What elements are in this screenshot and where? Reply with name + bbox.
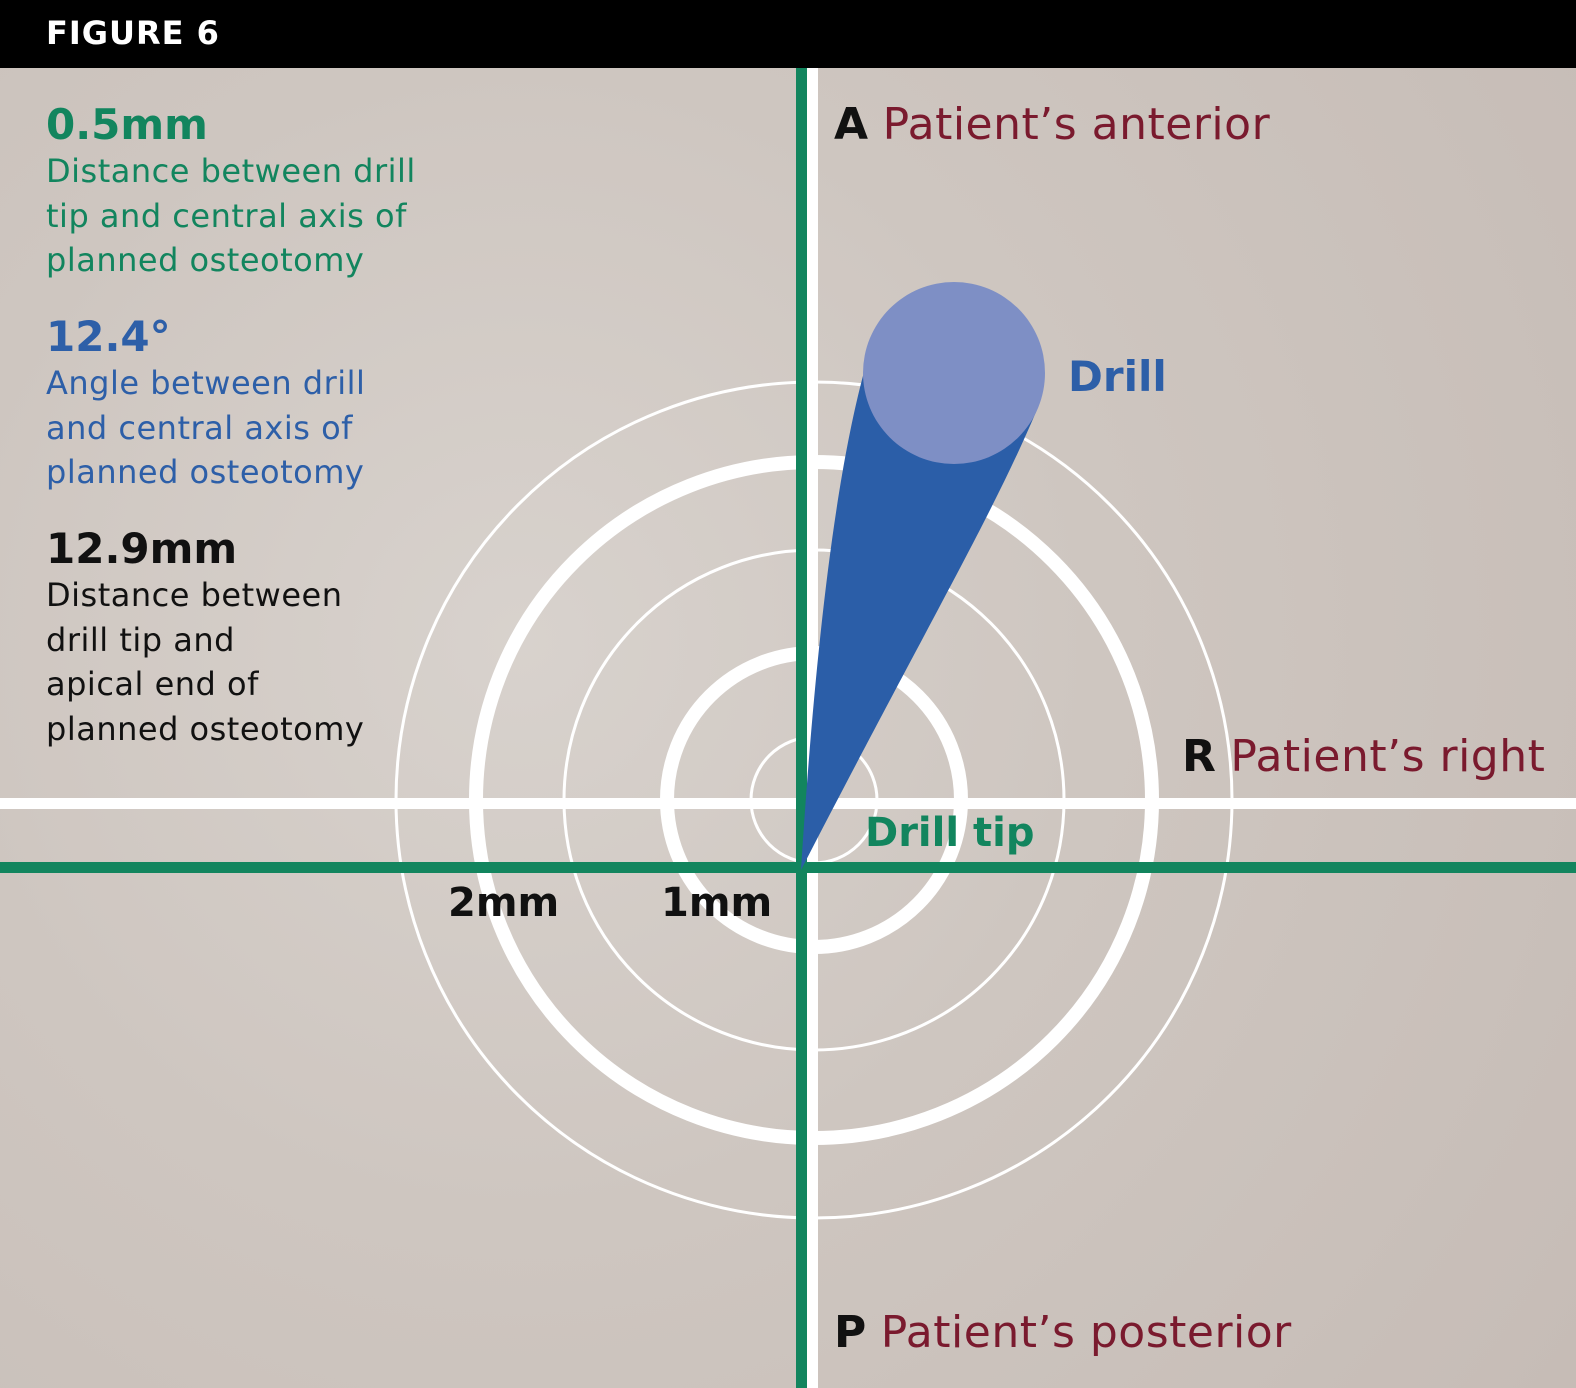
drill-body (801, 372, 1036, 870)
figure-title: FIGURE 6 (46, 14, 220, 52)
planned-horizontal-axis (0, 798, 1576, 809)
metric-desc-line: planned osteotomy (46, 709, 365, 748)
axis-label-anterior: A Patient’s anterior (834, 99, 1270, 150)
metric-distance-axis: 0.5mm Distance between drill tip and cen… (46, 100, 416, 283)
ring-2mm-label: 2mm (448, 880, 560, 926)
metric-value: 12.9mm (46, 524, 238, 573)
drill-horizontal-axis (0, 862, 1576, 873)
metric-desc-line: Distance between drill (46, 152, 416, 190)
metric-desc-line: Angle between drill (46, 364, 366, 402)
metric-desc-line: apical end of (46, 665, 259, 703)
ring-1mm-label: 1mm (661, 880, 773, 926)
drill-vertical-axis (796, 68, 807, 1388)
metric-desc-line: Distance between (46, 576, 343, 614)
axis-letter: P (834, 1307, 867, 1358)
metric-angle: 12.4° Angle between drill and central ax… (46, 312, 365, 495)
drill-label: Drill (1068, 352, 1167, 401)
drill-tip-label: Drill tip (865, 810, 1035, 856)
metric-desc-line: and central axis of (46, 408, 353, 447)
axis-letter: A (834, 99, 869, 150)
axis-text: Patient’s right (1230, 731, 1546, 782)
axis-text: Patient’s posterior (880, 1307, 1292, 1358)
drill-head (863, 282, 1045, 464)
axis-label-right: R Patient’s right (1182, 731, 1545, 782)
axis-letter: R (1182, 731, 1217, 782)
metric-value: 0.5mm (46, 100, 208, 149)
axis-text: Patient’s anterior (882, 99, 1271, 150)
metric-desc-line: drill tip and (46, 620, 235, 659)
metric-desc-line: planned osteotomy (46, 241, 365, 279)
metric-desc-line: tip and central axis of (46, 196, 407, 235)
axis-label-posterior: P Patient’s posterior (834, 1307, 1292, 1358)
figure-header: FIGURE 6 (0, 0, 1576, 68)
metric-desc-line: planned osteotomy (46, 453, 365, 491)
metric-value: 12.4° (46, 312, 171, 361)
metric-distance-apical: 12.9mm Distance between drill tip and ap… (46, 524, 364, 751)
